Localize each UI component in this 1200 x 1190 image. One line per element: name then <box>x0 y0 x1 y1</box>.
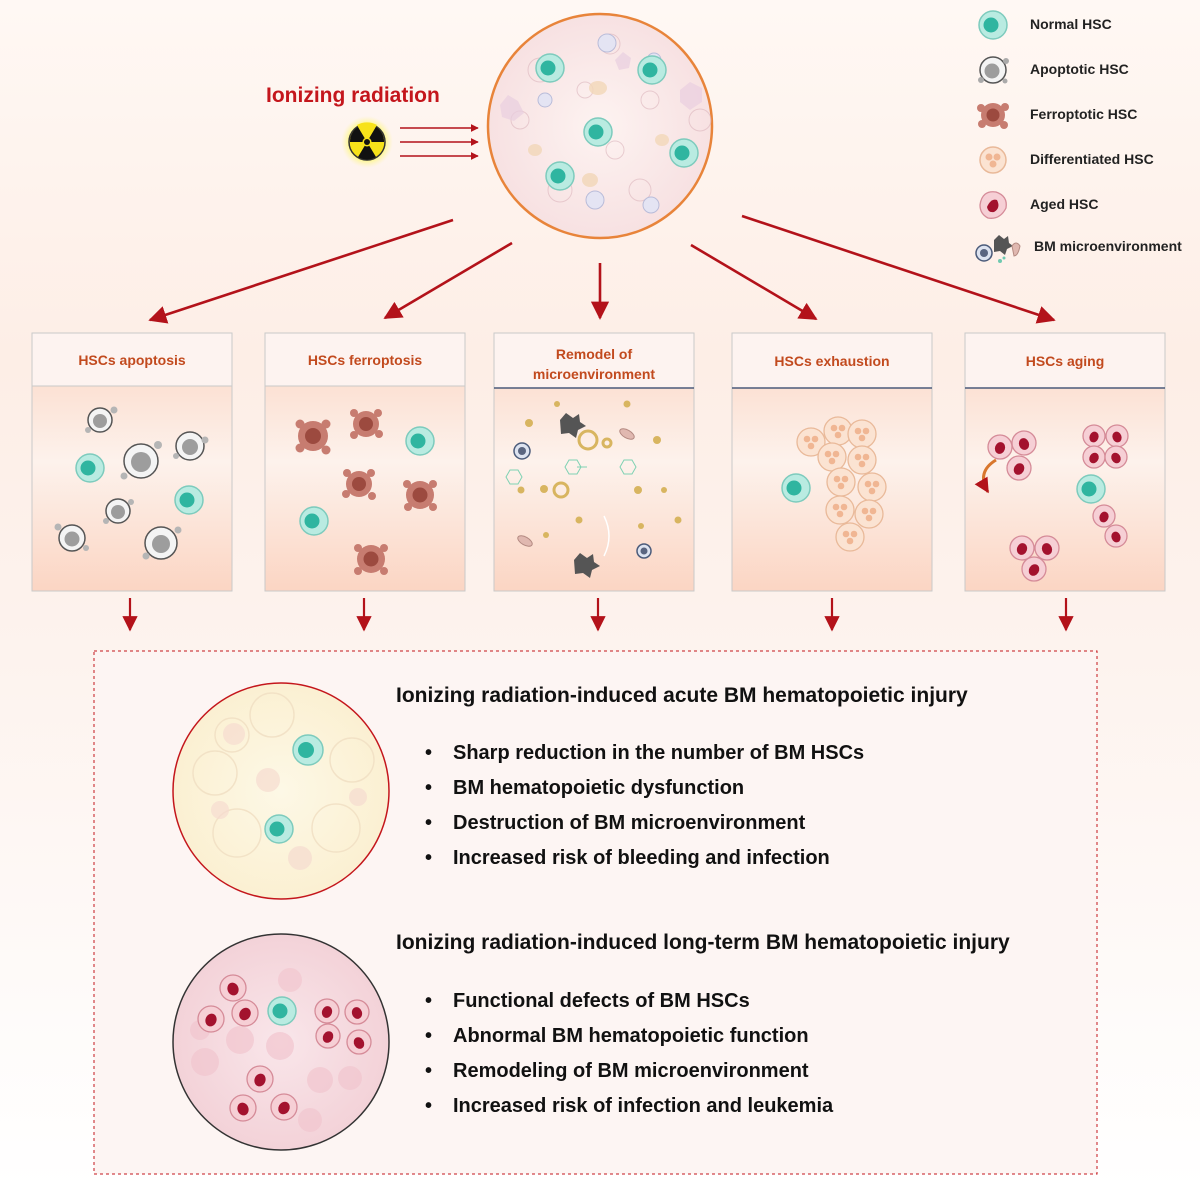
acute-injury-title: Ionizing radiation-induced acute BM hema… <box>396 684 968 707</box>
panel-apoptosis <box>31 332 233 592</box>
acute-bullet-1: Sharp reduction in the number of BM HSCs <box>425 742 864 765</box>
longterm-injury-title: Ionizing radiation-induced long-term BM … <box>396 931 1010 954</box>
bone-marrow-circle <box>486 12 714 240</box>
radiation-rays <box>400 124 479 160</box>
panel-title-ferroptosis: HSCs ferroptosis <box>307 352 423 368</box>
longterm-bullet-4: Increased risk of infection and leukemia <box>425 1095 833 1118</box>
acute-bullet-4: Increased risk of bleeding and infection <box>425 847 830 870</box>
acute-bullet-2: BM hematopoietic dysfunction <box>425 777 744 800</box>
radiation-hazard-icon <box>349 122 385 160</box>
bm-microenvironment-icon <box>975 235 1021 263</box>
acute-injury-circle <box>172 682 390 900</box>
panel-title-aging: HSCs aging <box>1025 353 1105 369</box>
legend-label-ferroptotic-hsc: Ferroptotic HSC <box>1030 106 1138 122</box>
legend-label-normal-hsc: Normal HSC <box>1030 16 1112 32</box>
legend-label-bm-microenvironment: BM microenvironment <box>1034 238 1182 254</box>
legend-label-aged-hsc: Aged HSC <box>1030 196 1099 212</box>
longterm-bullet-1: Functional defects of BM HSCs <box>425 990 750 1013</box>
differentiated-hsc-icon <box>979 146 1007 174</box>
differentiated-cluster <box>796 416 887 552</box>
normal-hsc-icon <box>978 10 1008 40</box>
radiation-source <box>341 116 393 168</box>
legend-label-differentiated-hsc: Differentiated HSC <box>1030 151 1154 167</box>
panel-title-apoptosis: HSCs apoptosis <box>78 352 186 368</box>
panel-title-microenvironment-line2: microenvironment <box>532 366 656 382</box>
acute-bullet-3: Destruction of BM microenvironment <box>425 812 805 835</box>
panel-aging <box>964 332 1166 592</box>
longterm-bullet-3: Remodeling of BM microenvironment <box>425 1060 809 1083</box>
radiation-title: Ionizing radiation <box>266 84 440 107</box>
down-arrows <box>122 598 1074 632</box>
panel-microenvironment <box>493 332 695 592</box>
legend-label-apoptotic-hsc: Apoptotic HSC <box>1030 61 1129 77</box>
branch-arrows <box>148 214 1056 324</box>
longterm-injury-circle <box>172 933 390 1151</box>
legend <box>975 10 1021 263</box>
longterm-bullet-2: Abnormal BM hematopoietic function <box>425 1025 809 1048</box>
panel-title-microenvironment-line1: Remodel of <box>555 346 633 362</box>
normal-hsc <box>535 53 699 191</box>
ferroptotic-hsc-icon <box>977 103 1009 129</box>
panel-exhaustion <box>731 332 933 592</box>
apoptotic-hsc-icon <box>978 56 1009 84</box>
panel-ferroptosis <box>264 332 466 592</box>
aged-hsc-clusters <box>987 424 1129 582</box>
panel-title-exhaustion: HSCs exhaustion <box>774 353 890 369</box>
aged-hsc-icon <box>979 191 1007 219</box>
